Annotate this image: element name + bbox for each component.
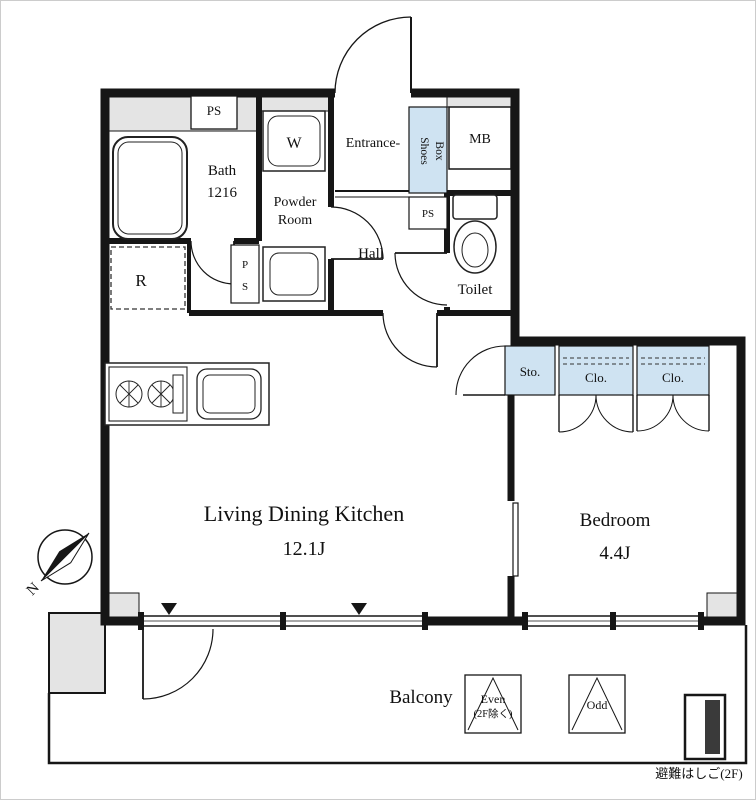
closet-right-door-arc-a: [636, 394, 674, 432]
toilet-tank: [452, 194, 498, 220]
evac-hatch-odd: [568, 674, 626, 734]
bath-size-label: 1216: [207, 185, 238, 201]
powder-door-arc: [330, 206, 384, 260]
ps-mid-label: PS: [422, 208, 434, 220]
ps-mid-box: [408, 196, 448, 230]
opening-marker-right: [351, 603, 367, 615]
balcony-door-arc: [142, 628, 214, 700]
doors: [142, 16, 710, 700]
kitchen: [104, 362, 270, 426]
burner-hatch: [119, 381, 171, 407]
ps-side-box: [230, 244, 260, 304]
window-post: [698, 612, 704, 630]
hall-label: Hall: [358, 246, 384, 262]
balcony-label: Balcony: [389, 687, 453, 708]
mb-box: [448, 106, 512, 170]
toilet-door-arc: [394, 252, 448, 306]
opening-markers: [161, 603, 367, 615]
evac-hatch-even-triangle: [467, 676, 519, 731]
evac-hatch-odd-box: [568, 674, 626, 734]
window-post: [280, 612, 286, 630]
entrance-door-arc: [334, 16, 412, 94]
toilet-fixture: [452, 194, 498, 274]
fridge-space: [110, 246, 186, 310]
closet-right-pipe: [641, 357, 705, 365]
ps-top-label: PS: [207, 103, 221, 118]
compass: N: [24, 529, 93, 599]
toilet-bowl-inner: [461, 232, 489, 268]
storage-label: Sto.: [520, 364, 541, 379]
windows: [141, 615, 701, 627]
ladder-label: 避難はしご(2F): [655, 766, 742, 781]
evac-hatch-even-box: [464, 674, 522, 734]
bathtub: [112, 136, 188, 240]
washer-pan-inner: [267, 115, 321, 167]
ldk-name-label: Living Dining Kitchen: [204, 501, 404, 526]
burner-left-hatch: [119, 381, 139, 407]
powder-label-2: Room: [278, 213, 312, 228]
hatch-even-label: Even: [481, 692, 506, 706]
burner-right-hatch: [151, 381, 171, 407]
powder-label-1: Powder: [274, 195, 317, 210]
balcony-railing: [47, 625, 748, 765]
bathtub-inner: [117, 141, 183, 235]
entrance-step: [335, 190, 413, 198]
shoes-box: [408, 106, 448, 194]
vanity-sink: [262, 246, 326, 302]
mb-label: MB: [469, 132, 491, 147]
outer-wall-right: [411, 88, 746, 626]
window-post: [610, 612, 616, 630]
bedroom-size-label: 4.4J: [599, 543, 630, 564]
closet-right-label: Clo.: [662, 370, 684, 385]
closet-left-pipe: [563, 357, 629, 365]
evac-hatch-odd-triangle: [571, 676, 623, 731]
compass-needle-light: [40, 532, 90, 582]
labels: PS Bath 1216 W Powder Room Entrance- Sho…: [135, 103, 742, 781]
storage-door-arc: [455, 345, 506, 396]
hatch-even-note-label: (2F除く): [473, 707, 513, 720]
ldk-size-label: 12.1J: [283, 538, 326, 560]
closet-left-door-arc-a: [558, 394, 597, 433]
evac-ladder: [683, 693, 727, 761]
evac-hatch-even: [464, 674, 522, 734]
closet-left-box: [558, 345, 634, 396]
window-post: [138, 612, 144, 630]
toilet-label: Toilet: [458, 282, 494, 298]
window-post: [422, 612, 428, 630]
opening-marker-left: [161, 603, 177, 615]
interior-walls: [105, 93, 515, 621]
ps-side-label-bottom: S: [242, 281, 248, 293]
ps-top-box: [190, 95, 238, 130]
closet-left-door-arc-b: [595, 394, 634, 433]
bath-door-arc: [190, 240, 235, 285]
closet-right-door-arc-b: [672, 394, 710, 432]
storage-box: [504, 345, 556, 396]
shoes-label-2: Box: [433, 141, 445, 160]
sink-inner: [202, 374, 256, 414]
window-post: [522, 612, 528, 630]
closet-hanger-pipes: [563, 357, 705, 365]
bedroom-name-label: Bedroom: [580, 510, 651, 531]
fridge-label: R: [135, 271, 147, 290]
bedroom-sliding-door: [512, 502, 519, 577]
hall-ldk-door-arc: [382, 312, 438, 368]
entrance-label: Entrance-: [346, 136, 401, 151]
stove-grill: [172, 374, 184, 414]
closet-right-box: [636, 345, 710, 396]
pillar-balcony-left: [48, 612, 106, 694]
washer-label: W: [286, 135, 302, 152]
bath-label: Bath: [208, 163, 237, 179]
washer-pan: [262, 110, 326, 172]
ps-side-label-top: P: [242, 259, 248, 271]
vanity-bowl: [269, 252, 319, 296]
closet-row: [504, 345, 710, 396]
window-posts: [138, 612, 704, 630]
hatch-odd-label: Odd: [587, 698, 608, 712]
evac-ladder-hatch: [705, 700, 720, 754]
outer-wall-left: [100, 88, 335, 626]
compass-n-label: N: [24, 580, 43, 599]
closet-left-label: Clo.: [585, 370, 607, 385]
shoes-label-1: Shoes: [418, 137, 430, 165]
